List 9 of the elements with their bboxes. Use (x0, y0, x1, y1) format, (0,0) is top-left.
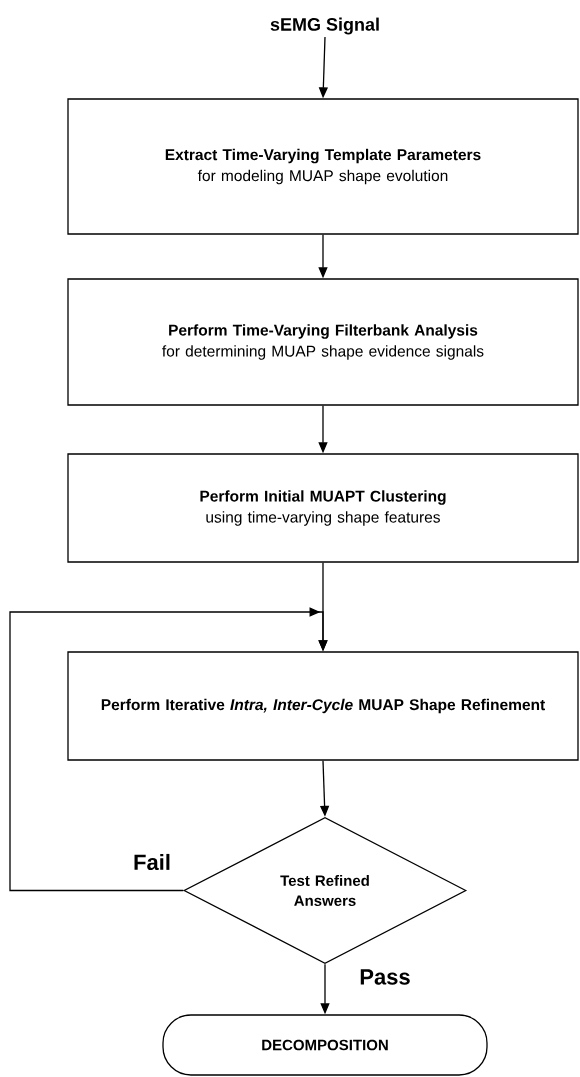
terminal-box: DECOMPOSITION (162, 1014, 488, 1076)
process-box: Perform Initial MUAPT Clustering using time-varying shape features (67, 453, 579, 563)
edge-label: Pass (358, 968, 412, 986)
process-box: Perform Time-Varying Filterbank Analysis for determining MUAP shape evidence signals (67, 278, 579, 406)
signal-label: sEMG Signal (270, 17, 379, 35)
arrow (9, 607, 328, 892)
process-box: Extract Time-Varying Template Parameters for modeling MUAP shape evolution (67, 98, 579, 235)
edge-label: Fail (132, 852, 172, 872)
process-box: Perform Iterative Intra, Inter-Cycle MUAP Shape Refinement (67, 651, 579, 761)
